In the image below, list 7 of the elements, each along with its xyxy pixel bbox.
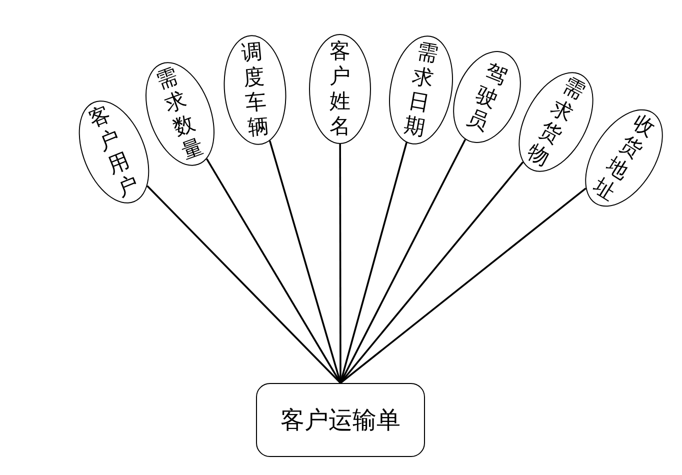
connector-line [146, 185, 342, 384]
connector-line [206, 158, 342, 384]
connector-line [340, 188, 586, 384]
attribute-ellipse: 客户姓名 [309, 34, 371, 144]
connector-line [339, 144, 342, 383]
connector-line [268, 140, 342, 384]
entity-box: 客户运输单 [256, 383, 425, 457]
